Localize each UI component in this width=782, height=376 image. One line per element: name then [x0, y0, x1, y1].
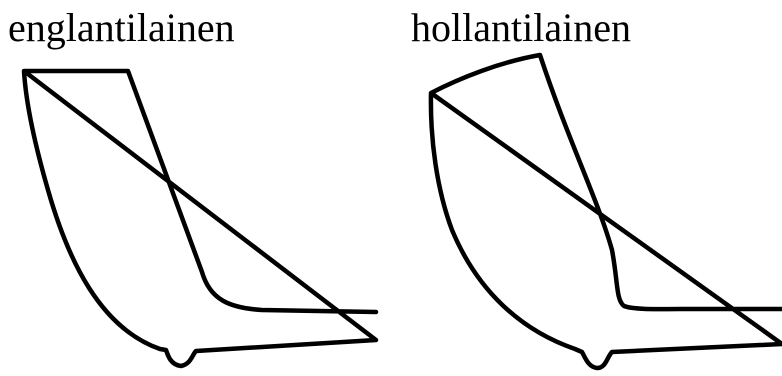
english-pipe-outline	[24, 71, 376, 366]
dutch-pipe-outline	[431, 55, 782, 368]
